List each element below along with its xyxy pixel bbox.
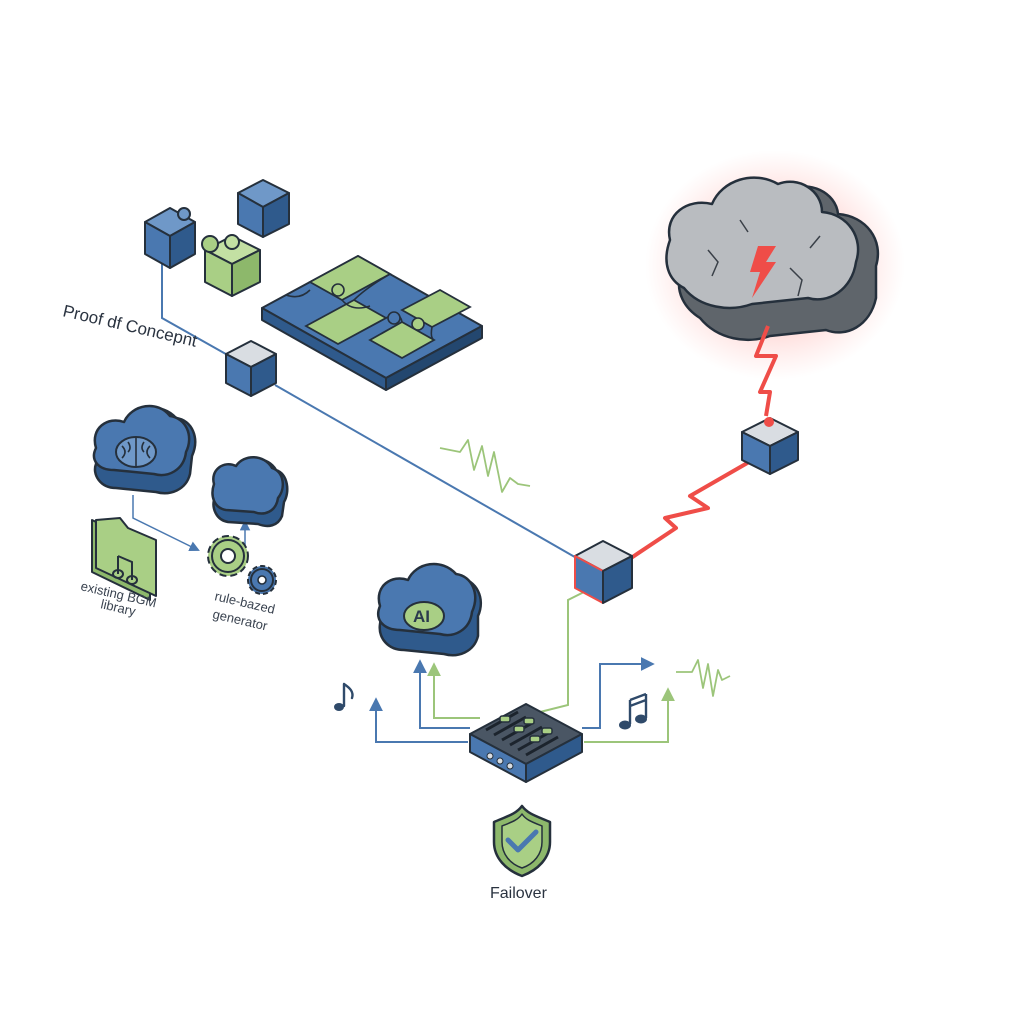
- error-dot-icon: [764, 417, 774, 427]
- green-puzzle-block: [201, 234, 261, 297]
- brain-to-gears-line: [132, 495, 200, 552]
- failed-cloud-icon: [645, 150, 905, 380]
- lightning-icon: [750, 246, 776, 298]
- ai-badge-label: AI: [413, 607, 430, 626]
- shield-check-icon: [492, 804, 552, 878]
- music-note-icon: [334, 682, 354, 711]
- hub-node-cube: [574, 540, 633, 604]
- large-gear-icon: [207, 535, 249, 577]
- blue-block-cube: [144, 207, 196, 269]
- failed-link-line: [626, 456, 757, 562]
- checkmark-icon: [505, 829, 539, 853]
- console-out-blue-arrow: [582, 657, 655, 729]
- poc-link-line: [161, 262, 241, 363]
- connection-lines: [132, 262, 757, 743]
- failed-node-cube: [741, 417, 799, 475]
- blue-block-cube-2: [237, 179, 290, 238]
- mixer-console-icon: [469, 703, 583, 783]
- console-to-ai-green-arrow: [427, 662, 480, 719]
- console-out-green-arrow: [584, 687, 675, 743]
- falling-bolt-icon: [754, 325, 778, 417]
- brain-icon: [115, 436, 157, 468]
- poc-to-hub-line: [274, 384, 581, 561]
- waveform-icon: [439, 439, 531, 493]
- double-music-note-icon: [619, 692, 648, 730]
- music-folder-icon: [91, 517, 157, 601]
- hub-to-console-line: [539, 589, 589, 713]
- brain-cloud-icon: [92, 404, 197, 495]
- ai-cloud-icon: AI: [377, 562, 483, 657]
- note-to-console-arrow: [369, 697, 468, 743]
- puzzle-board: [261, 254, 483, 391]
- gears-icon: [207, 535, 277, 595]
- fader-knobs: [499, 715, 553, 743]
- small-gear-icon: [247, 565, 277, 595]
- failover-label: Failover: [490, 885, 548, 902]
- folder-music-note-icon: [112, 555, 139, 585]
- puzzle-blocks-icon: [144, 179, 483, 391]
- waveform-icon-2: [676, 659, 731, 697]
- console-to-ai-blue-arrow: [413, 659, 470, 729]
- poc-node-cube: [225, 340, 277, 397]
- cloud-icon: [211, 456, 289, 528]
- proof-of-concept-label: Proof df Concepnt: [61, 301, 199, 350]
